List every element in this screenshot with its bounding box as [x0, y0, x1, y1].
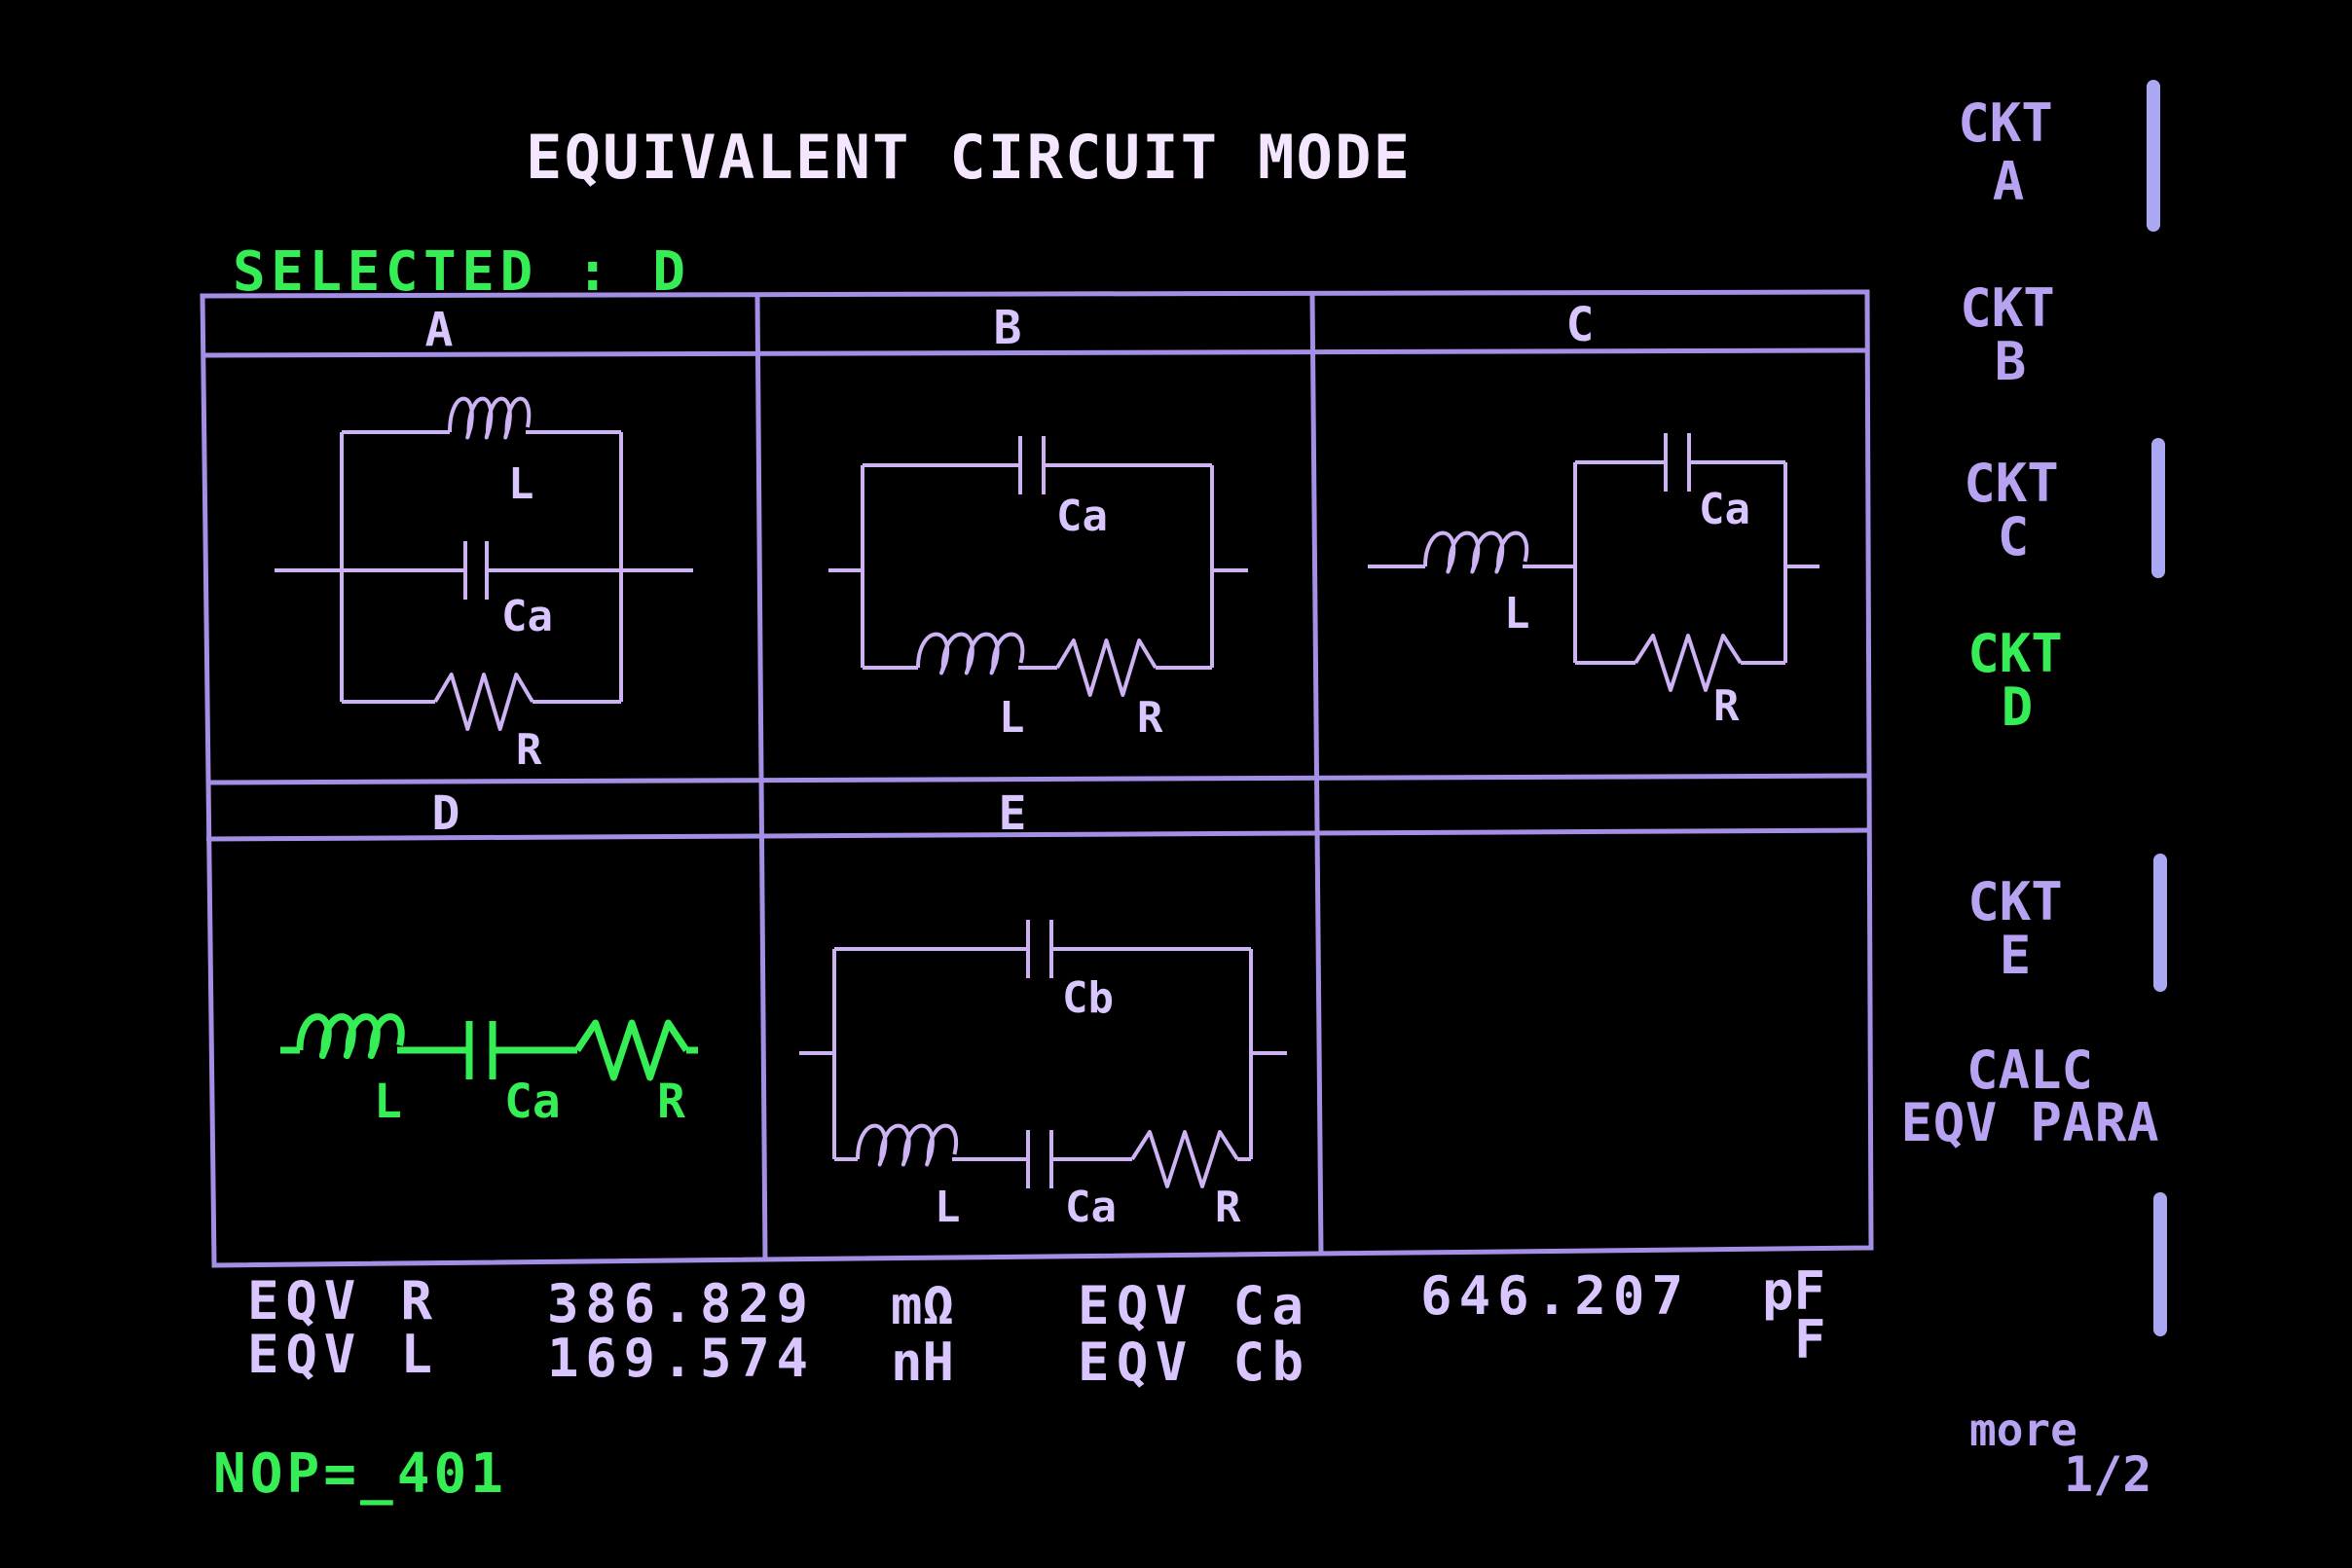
softkey-label: D	[2002, 676, 2034, 738]
label-l: L	[1504, 589, 1530, 638]
softkey-bar	[2153, 1192, 2167, 1336]
circuit-e-diagram	[799, 920, 1287, 1188]
softkey-label: CKT	[1958, 92, 2053, 154]
label-r: R	[516, 725, 542, 775]
screen-title: EQUIVALENT CIRCUIT MODE	[526, 122, 1410, 193]
eqv-r-unit: mΩ	[891, 1275, 954, 1336]
header-circuit-e[interactable]: E	[999, 786, 1027, 841]
eqv-l-unit: nH	[891, 1331, 954, 1393]
softkey-label: CKT	[1964, 453, 2059, 514]
circuit-d-labels: L Ca R	[374, 1075, 685, 1129]
softkey-label: E	[2000, 925, 2032, 986]
softkey-ckt-c[interactable]: CKT C	[1964, 453, 2059, 567]
softkey-label: B	[1995, 331, 2027, 392]
softkey-label: more	[1969, 1404, 2077, 1456]
softkey-bar	[2151, 438, 2165, 578]
softkey-ckt-a[interactable]: CKT A	[1958, 92, 2053, 212]
label-ca: Ca	[501, 592, 553, 641]
label-l: L	[508, 459, 534, 509]
nop-readout: NOP=_401	[213, 1442, 503, 1506]
softkey-bar	[2153, 854, 2167, 992]
eqv-r-label: EQV R	[247, 1270, 432, 1331]
circuit-grid	[200, 289, 1874, 1268]
label-l: L	[935, 1183, 961, 1232]
label-ca: Ca	[504, 1075, 561, 1129]
label-ca: Ca	[1065, 1183, 1117, 1232]
label-l: L	[999, 693, 1025, 743]
eqv-ca-label: EQV Ca	[1078, 1275, 1304, 1336]
softkey-ckt-d[interactable]: CKT D	[1967, 623, 2063, 738]
eqv-l-value: 169.574	[547, 1328, 808, 1389]
circuit-e-labels: Cb L Ca R	[935, 973, 1241, 1232]
softkey-more[interactable]: more 1/2	[1969, 1404, 2151, 1503]
softkey-calc-eqv-para[interactable]: CALC EQV PARA	[1901, 1039, 2159, 1153]
label-ca: Ca	[1699, 485, 1750, 534]
softkey-label: CKT	[1960, 277, 2055, 339]
circuit-b-diagram	[828, 436, 1248, 697]
circuit-diagrams	[275, 396, 1819, 1188]
label-cb: Cb	[1062, 973, 1114, 1023]
label-ca: Ca	[1056, 492, 1108, 541]
circuit-c-labels: L Ca R	[1504, 485, 1750, 731]
header-circuit-d[interactable]: D	[432, 786, 460, 841]
eqv-r-value: 386.829	[547, 1273, 808, 1334]
label-r: R	[657, 1075, 685, 1129]
label-l: L	[374, 1075, 402, 1129]
softkey-bar	[2147, 80, 2160, 232]
softkey-label: CALC	[1966, 1039, 2093, 1101]
softkey-label: C	[1998, 506, 2030, 567]
label-r: R	[1713, 681, 1740, 731]
circuit-a-labels: L Ca R	[501, 459, 553, 775]
readouts: EQV R 386.829 mΩ EQV L 169.574 nH EQV Ca…	[247, 1260, 1826, 1393]
softkey-label: A	[1993, 151, 2025, 212]
circuit-b-labels: Ca L R	[999, 492, 1163, 743]
eqv-cb-unit: F	[1794, 1309, 1826, 1370]
header-circuit-b[interactable]: B	[994, 301, 1022, 355]
softkey-ckt-b[interactable]: CKT B	[1960, 277, 2055, 392]
circuit-c-diagram	[1368, 433, 1819, 692]
softkey-label: CKT	[1967, 623, 2063, 684]
softkey-label: CKT	[1967, 871, 2063, 932]
circuit-a-diagram	[275, 396, 693, 731]
softkey-label: 1/2	[2064, 1446, 2151, 1503]
eqv-ca-value: 646.207	[1420, 1265, 1683, 1327]
eqv-ca-unit: pF	[1762, 1260, 1825, 1322]
softkey-label: EQV PARA	[1901, 1092, 2159, 1153]
circuit-d-diagram	[280, 1013, 698, 1081]
header-circuit-a[interactable]: A	[425, 303, 454, 357]
softkey-ckt-e[interactable]: CKT E	[1967, 871, 2063, 986]
eqv-cb-label: EQV Cb	[1078, 1331, 1304, 1393]
label-r: R	[1215, 1183, 1241, 1232]
eqv-l-label: EQV L	[247, 1324, 432, 1385]
header-circuit-c[interactable]: C	[1566, 298, 1595, 352]
label-r: R	[1137, 693, 1163, 743]
